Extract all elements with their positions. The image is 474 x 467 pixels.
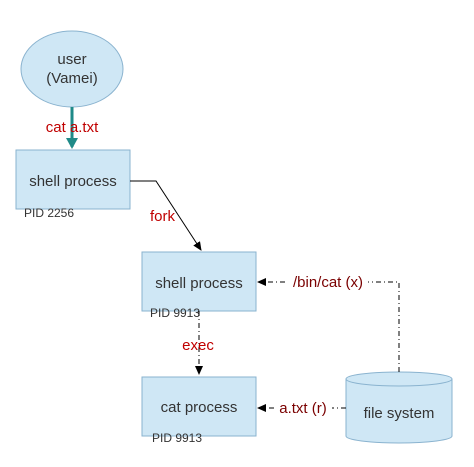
shell-process-1-node: shell process PID 2256: [15, 149, 131, 220]
cat-process-node: cat process PID 9913: [141, 376, 257, 445]
cat-process-label: cat process: [161, 399, 238, 416]
cat-process-pid: PID 9913: [152, 431, 202, 445]
bin-cat-label: /bin/cat (x): [293, 274, 363, 291]
shell-process-1-box: [15, 149, 131, 210]
user-label-line1: user: [57, 51, 86, 68]
exec-label: exec: [182, 337, 214, 354]
file-system-label: file system: [364, 405, 435, 422]
file-system-cylinder-top: [345, 371, 453, 387]
file-system-cylinder-body: [345, 379, 453, 444]
user-ellipse: [20, 30, 124, 108]
command-label: cat a.txt: [46, 119, 99, 136]
a-txt-label: a.txt (r): [279, 400, 327, 417]
fork-label: fork: [150, 208, 176, 225]
shell-process-2-node: shell process PID 9913: [141, 251, 257, 320]
cat-process-box: [141, 376, 257, 437]
bin-cat-edge: [257, 278, 400, 372]
user-label-line2: (Vamei): [46, 70, 97, 87]
shell-process-2-pid: PID 9913: [150, 306, 200, 320]
fork-edge: [130, 180, 202, 251]
file-system-node: file system: [345, 371, 453, 444]
bin-cat-label-bg: [288, 272, 368, 290]
shell-process-2-box: [141, 251, 257, 312]
a-txt-label-bg: [274, 398, 332, 416]
shell-process-1-pid: PID 2256: [24, 206, 74, 220]
shell-process-1-label: shell process: [29, 173, 117, 190]
user-node: user (Vamei): [20, 30, 124, 108]
shell-process-2-label: shell process: [155, 275, 243, 292]
